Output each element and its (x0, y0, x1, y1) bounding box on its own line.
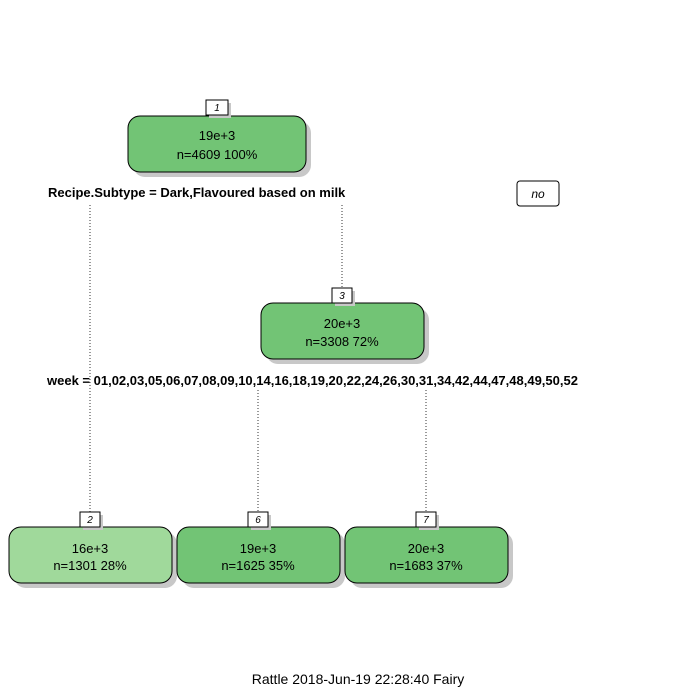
tree-edges (89, 205, 427, 512)
split-label-node-3: week = 01,02,03,05,06,07,08,09,10,14,16,… (46, 373, 578, 388)
node-stats: n=1683 37% (389, 558, 463, 573)
node-stats: n=3308 72% (305, 334, 379, 349)
tree-node-1: 1 19e+3 n=4609 100% (127, 99, 311, 177)
tree-node-2: 2 16e+3 n=1301 28% (8, 511, 177, 588)
node-value: 19e+3 (240, 541, 277, 556)
node-id-box (247, 511, 269, 528)
node-id-box (79, 511, 101, 528)
node-box (260, 302, 425, 360)
node-stats: n=1625 35% (221, 558, 295, 573)
node-id-box (205, 99, 229, 116)
node-id-label: 6 (255, 515, 261, 526)
node-stats: n=4609 100% (177, 147, 258, 162)
branch-label-box (516, 180, 560, 207)
node-id-box (415, 511, 437, 528)
tree-node-7: 7 20e+3 n=1683 37% (344, 511, 513, 588)
node-stats: n=1301 28% (53, 558, 127, 573)
split-label-node-1: Recipe.Subtype = Dark,Flavoured based on… (48, 185, 346, 200)
node-value: 19e+3 (199, 128, 236, 143)
node-box (127, 115, 307, 173)
node-id-label: 3 (339, 291, 345, 302)
node-value: 20e+3 (408, 541, 445, 556)
tree-node-3: 3 20e+3 n=3308 72% (260, 287, 429, 364)
node-id-box (331, 287, 353, 304)
node-value: 20e+3 (324, 316, 361, 331)
branch-label-no: no (516, 180, 560, 207)
node-value: 16e+3 (72, 541, 109, 556)
footer-caption: Rattle 2018-Jun-19 22:28:40 Fairy (252, 671, 464, 687)
node-id-label: 2 (86, 515, 93, 526)
node-id-label: 7 (423, 515, 429, 526)
branch-label-text: no (531, 187, 545, 201)
tree-node-6: 6 19e+3 n=1625 35% (176, 511, 345, 588)
node-id-label: 1 (214, 103, 220, 114)
